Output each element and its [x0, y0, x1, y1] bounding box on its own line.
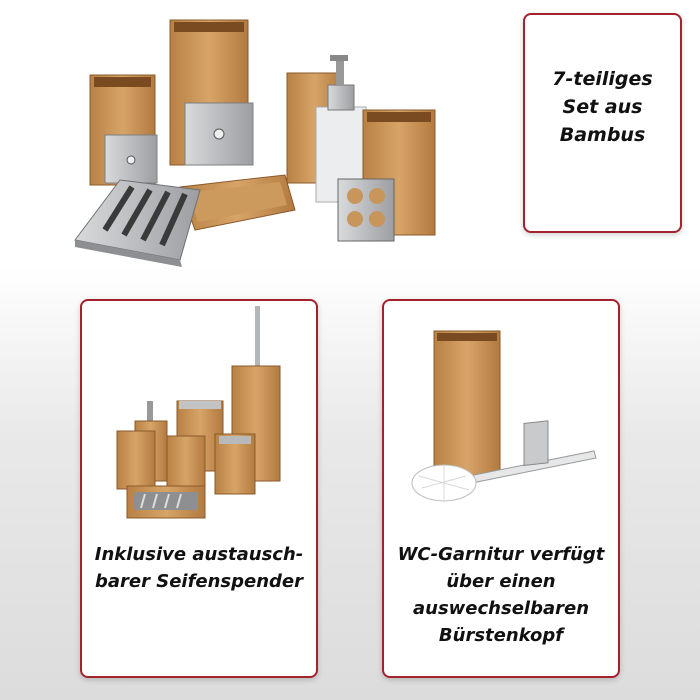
set-description-card: 7-teiliges Set aus Bambus	[523, 13, 682, 233]
bamboo-set-product-image	[74, 19, 436, 267]
brush-head	[411, 464, 477, 502]
toilet-brush-card: WC-Garnitur verfügt über einen auswechse…	[382, 299, 620, 678]
bamboo-soap-tray	[179, 174, 296, 231]
toilet-caption-line-3: auswechselbaren	[412, 598, 590, 619]
soap-caption-line-1: Inklusive austausch-	[94, 544, 304, 565]
bamboo-set-arrangement-image	[116, 306, 281, 519]
set-description-line-2: Set aus	[562, 96, 643, 118]
set-description-line-3: Bambus	[559, 124, 646, 146]
soap-dispenser-card: Inklusive austausch- barer Seifenspender	[80, 299, 318, 678]
toothbrush-holder-insert	[337, 178, 395, 242]
set-description-text: 7-teiliges Set aus Bambus	[525, 65, 680, 149]
soap-caption-line-2: barer Seifenspender	[94, 571, 304, 592]
toilet-caption-line-4: Bürstenkopf	[438, 625, 564, 646]
toilet-caption-line-2: über einen	[446, 571, 556, 592]
soap-dispenser-caption: Inklusive austausch- barer Seifenspender	[82, 541, 316, 595]
toilet-caption-line-1: WC-Garnitur verfügt	[397, 544, 605, 565]
steel-soap-grate	[74, 179, 201, 267]
toilet-brush-caption: WC-Garnitur verfügt über einen auswechse…	[384, 541, 618, 649]
set-description-line-1: 7-teiliges	[552, 68, 653, 90]
toilet-brush-set-image	[411, 330, 597, 502]
